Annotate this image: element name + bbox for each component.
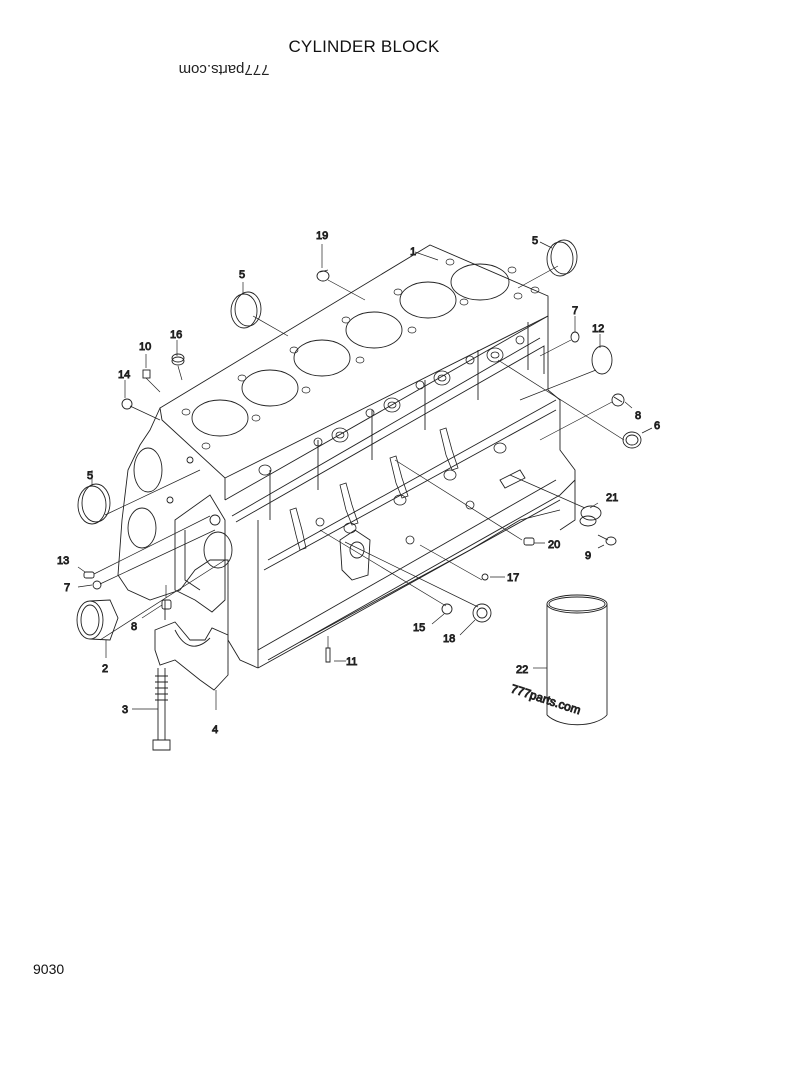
oil-flange: [339, 469, 526, 581]
callout-8-left: 8: [131, 621, 137, 633]
page-number: 9030: [33, 961, 65, 977]
side-bosses: [258, 335, 525, 545]
callout-3: 3: [122, 704, 128, 716]
callout-11: 11: [346, 656, 357, 668]
watermark-liner: 777parts.com: [509, 682, 582, 718]
callout-4: 4: [212, 724, 218, 736]
callout-18: 18: [443, 633, 455, 645]
leader-lines: [77, 241, 653, 710]
cylinder-bores: [191, 263, 510, 437]
callout-19: 19: [316, 230, 328, 242]
callout-8-right: 8: [635, 410, 641, 422]
callout-15: 15: [413, 622, 425, 634]
parts: [76, 239, 642, 751]
callout-9: 9: [585, 550, 591, 562]
front-face-openings: [127, 447, 233, 569]
callout-1: 1: [410, 246, 416, 258]
callout-17: 17: [507, 572, 519, 584]
callout-5-top-right: 5: [532, 235, 538, 247]
callout-21: 21: [606, 492, 618, 504]
callout-22: 22: [516, 664, 528, 676]
callout-16: 16: [170, 329, 182, 341]
page-title: CYLINDER BLOCK: [288, 37, 440, 56]
callout-5-front: 5: [87, 470, 93, 482]
callout-labels: 1 2 3 4 5 5 5 6 7 7 8 8 9 10 11 12 13 14…: [57, 230, 661, 737]
callout-6: 6: [654, 420, 660, 432]
callout-10: 10: [139, 341, 151, 353]
cooling-nozzles: [289, 427, 459, 551]
callout-7-left: 7: [64, 582, 70, 594]
callout-20: 20: [548, 539, 560, 551]
callout-2: 2: [102, 663, 108, 675]
cylinder-block-body: [117, 244, 576, 669]
callout-14: 14: [118, 369, 130, 381]
callout-5-top-left: 5: [239, 269, 245, 281]
callout-13: 13: [57, 555, 69, 567]
deck-bolt-holes: [181, 258, 540, 450]
callout-12: 12: [592, 323, 604, 335]
callout-7-right: 7: [572, 305, 578, 317]
